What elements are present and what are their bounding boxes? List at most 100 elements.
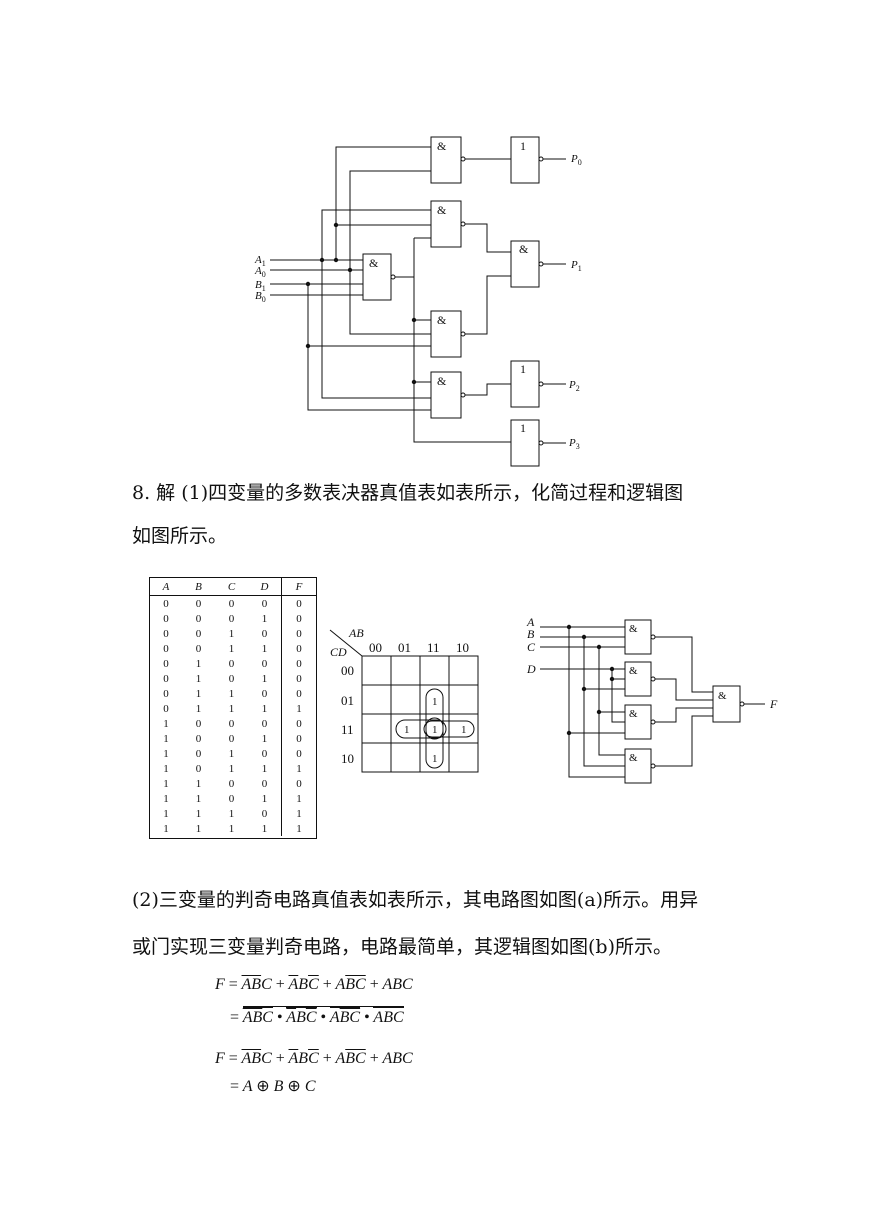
section-8-line-1: 8. 解 (1)四变量的多数表决器真值表如表所示，化简过程和逻辑图	[132, 482, 684, 504]
table-cell: 0	[248, 595, 282, 611]
table-cell: 1	[195, 672, 202, 685]
table-cell: 0	[296, 747, 302, 760]
table-cell: 0	[163, 612, 169, 625]
formula-symbol: +	[322, 976, 332, 993]
table-cell: 0	[195, 717, 202, 730]
table-cell: 0	[163, 627, 169, 640]
table-cell: 1	[195, 657, 202, 670]
table-cell: 1	[228, 822, 235, 835]
and-label: &	[629, 623, 638, 635]
table-cell: 1	[163, 777, 169, 790]
table-cell: 1	[163, 807, 169, 820]
and-label: &	[629, 665, 638, 677]
input-label: B	[527, 627, 535, 641]
table-cell: 0	[195, 747, 202, 760]
table-cell: 1	[163, 792, 169, 805]
circuit-diagram-2: & & & & & A B C D F	[526, 615, 778, 784]
not-label: 1	[520, 362, 526, 376]
kmap-row-label: 00	[341, 663, 354, 678]
table-cell: 0	[248, 716, 282, 731]
table-cell: 1	[228, 747, 235, 760]
table-cell: 1	[248, 641, 282, 656]
table-cell: 1	[163, 762, 169, 775]
formula-symbol: ⊕	[287, 1078, 301, 1095]
formula-line-4: = A ⊕ B ⊕ C	[230, 1078, 316, 1095]
input-label: C	[527, 640, 536, 654]
table-cell: 0	[228, 612, 235, 625]
table-cell: 0	[163, 597, 169, 610]
table-cell: 1	[296, 807, 302, 820]
table-cell: 0	[296, 777, 302, 790]
table-cell: 0	[228, 732, 235, 745]
table-cell: 0	[296, 612, 302, 625]
kmap-row-var: CD	[330, 645, 347, 659]
and-label: &	[437, 313, 447, 327]
kmap-row-label: 10	[341, 751, 354, 766]
header-d: D	[248, 578, 282, 596]
table-cell: 0	[228, 657, 235, 670]
input-label: A1	[254, 254, 266, 268]
kmap-col-label: 10	[456, 640, 469, 655]
table-cell: 1	[195, 822, 202, 835]
table-cell: 1	[228, 627, 235, 640]
table-cell: 0	[163, 672, 169, 685]
formula-line-1: F = ABC + ABC + ABC + ABC	[215, 976, 413, 993]
input-label: A0	[254, 265, 266, 279]
header-a: A	[162, 580, 170, 593]
and-label: &	[437, 139, 447, 153]
table-cell: 0	[163, 657, 169, 670]
table-cell: 1	[296, 822, 302, 835]
formula-symbol: =	[228, 1050, 238, 1067]
table-cell: 0	[296, 657, 302, 670]
formula-line-2: = ABC • ABC • ABC • ABC	[230, 1006, 404, 1027]
table-cell: 0	[296, 597, 302, 610]
table-cell: 0	[248, 686, 282, 701]
table-cell: 0	[296, 672, 302, 685]
output-label: F	[769, 697, 778, 711]
kmap-one: 1	[432, 696, 438, 708]
table-cell: 0	[195, 732, 202, 745]
section-2-line-2: 或门实现三变量判奇电路，电路最简单，其逻辑图如图(b)所示。	[132, 936, 672, 958]
formula-symbol: =	[230, 1078, 240, 1095]
table-cell: 1	[228, 642, 235, 655]
table-cell: 0	[163, 687, 169, 700]
header-b: B	[195, 580, 202, 593]
circuit-diagram-1: & & & & & & 1 1 1 A1 A0 B1 B0 P0 P1 P2 P…	[254, 136, 582, 467]
kmap-one: 1	[461, 724, 467, 736]
table-cell: 1	[195, 687, 202, 700]
table-cell: 0	[248, 776, 282, 791]
header-f: F	[295, 580, 303, 593]
table-cell: 0	[195, 597, 202, 610]
formula-symbol: •	[320, 1009, 327, 1026]
not-label: 1	[520, 139, 526, 153]
formula-symbol: +	[322, 1050, 332, 1067]
formula-symbol: F	[215, 976, 225, 993]
kmap-row-label: 01	[341, 693, 354, 708]
table-cell: 0	[195, 642, 202, 655]
header-c: C	[227, 580, 236, 593]
formula-symbol: +	[369, 976, 379, 993]
table-cell: 1	[296, 792, 302, 805]
input-label: A	[526, 615, 535, 629]
kmap-col-label: 01	[398, 640, 411, 655]
table-cell: 0	[228, 717, 235, 730]
output-label: P0	[570, 153, 582, 167]
input-label: B1	[255, 279, 266, 293]
and-label: &	[629, 752, 638, 764]
table-cell: 0	[163, 642, 169, 655]
table-cell: 0	[228, 792, 235, 805]
output-label: P1	[570, 259, 582, 273]
and-label: &	[629, 708, 638, 720]
table-cell: 0	[296, 627, 302, 640]
table-cell: 1	[248, 731, 282, 746]
